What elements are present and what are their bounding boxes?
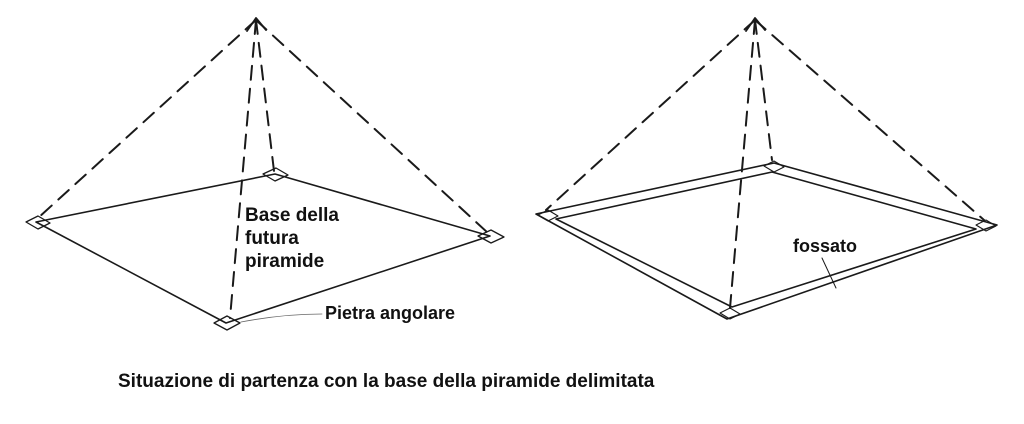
corner-stone-back [763,160,785,173]
diagram-caption: Situazione di partenza con la base della… [118,371,655,392]
edge-front [729,19,756,309]
left-pyramid-base [35,173,491,324]
corner-stone-back [262,167,289,182]
left-pyramid [25,17,505,331]
corner-stone-right [477,229,505,244]
left-corner-stones [25,167,505,331]
corner-stone-left [25,215,51,230]
edge-back [754,19,773,161]
right-pyramid [535,17,998,320]
edge-right [255,19,489,234]
corner-stone-front [213,315,241,331]
right-pyramid-base-outer [535,162,998,320]
edge-back [255,19,275,172]
left-apex-arrow [246,17,267,32]
moat-label: fossato [793,236,858,256]
corner-stone-leader [240,313,323,323]
right-pyramid-dashed-edges [545,19,985,309]
corner-stone-left [537,209,559,222]
right-corner-stones [537,160,997,320]
edge-left [545,19,756,211]
edge-right [754,19,985,221]
left-pyramid-dashed-edges [37,19,489,319]
base-label-line1: Base della [245,205,339,226]
base-label-line3: piramide [245,251,325,273]
corner-stone-right [975,219,997,232]
base-label: Base della futura piramide [245,204,339,274]
right-apex-arrow [745,17,766,32]
moat-leader [821,257,837,289]
corner-stone-label: Pietra angolare [325,303,456,323]
right-pyramid-moat-inner [555,171,977,308]
corner-stone-front [719,307,741,320]
edge-left [37,19,257,219]
base-label-line2: futura [245,228,299,250]
edge-front [229,19,257,319]
